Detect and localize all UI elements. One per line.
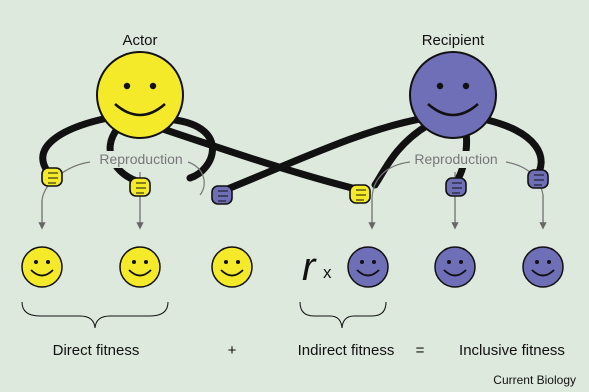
reproduction-label-right: Reproduction [414,151,497,167]
actor-label: Actor [122,32,157,49]
direct-fitness-label: Direct fitness [53,342,140,359]
offspring-face-3 [211,246,253,288]
reproduction-label-left: Reproduction [99,151,182,167]
relatedness-r: r [302,245,317,289]
offspring-face-1 [21,246,63,288]
recipient-hand-3 [527,169,549,189]
indirect-fitness-label: Indirect fitness [298,342,395,359]
plus-sign: + [228,342,237,359]
actor-hand-1 [41,167,63,187]
recipient-hand-1 [211,185,233,205]
actor-hand-2 [129,177,151,197]
offspring-face-5 [434,246,476,288]
equals-sign: = [416,342,425,359]
offspring-face-2 [119,246,161,288]
offspring-face-4 [347,246,389,288]
indirect-fitness-brace [299,301,387,329]
direct-fitness-brace [21,301,169,329]
actor-hand-3 [349,184,371,204]
offspring-face-6 [522,246,564,288]
offspring-arrows [38,192,547,230]
credit-label: Current Biology [493,373,576,387]
inclusive-fitness-label: Inclusive fitness [459,342,565,359]
times-sign: x [323,263,332,282]
recipient-label: Recipient [422,32,485,49]
recipient-hand-2 [445,177,467,197]
actor-face [96,51,184,139]
recipient-face [409,51,497,139]
